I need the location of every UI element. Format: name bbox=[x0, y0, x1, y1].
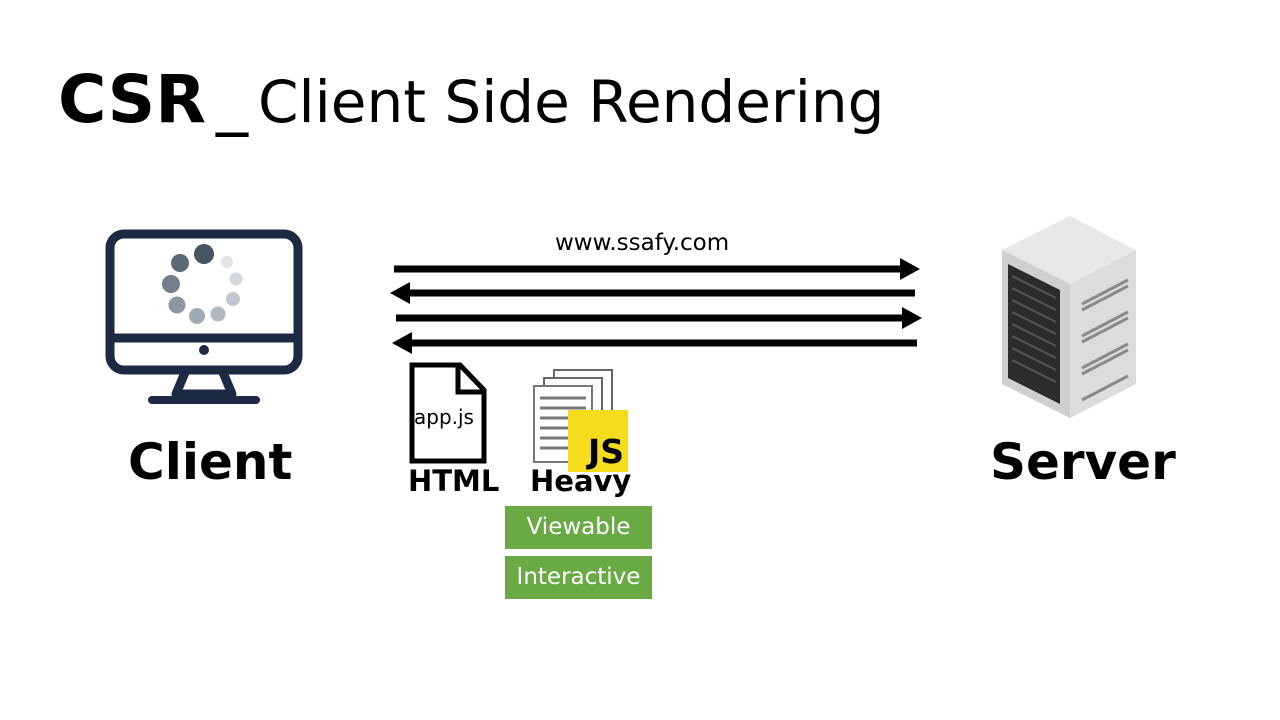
arrow-right-1 bbox=[394, 258, 920, 280]
html-label: HTML bbox=[408, 464, 500, 498]
title-full: Client Side Rendering bbox=[258, 68, 885, 136]
arrow-left-2 bbox=[392, 332, 917, 354]
title-abbreviation: CSR bbox=[58, 61, 207, 138]
arrow-left-1 bbox=[390, 282, 915, 304]
slide-title: CSR_Client Side Rendering bbox=[58, 52, 884, 150]
viewable-tag: Viewable bbox=[505, 506, 652, 549]
arrow-right-2 bbox=[396, 307, 922, 329]
html-doc-text: app.js bbox=[414, 405, 474, 429]
js-badge-text: JS bbox=[587, 432, 624, 471]
client-label: Client bbox=[128, 433, 293, 491]
interactive-tag: Interactive bbox=[505, 556, 652, 599]
js-logo-icon: JS bbox=[568, 410, 628, 472]
request-response-arrows bbox=[390, 258, 922, 354]
server-label: Server bbox=[990, 433, 1176, 491]
monitor-loading-icon bbox=[105, 229, 303, 404]
request-url: www.ssafy.com bbox=[555, 230, 730, 256]
loading-spinner-icon bbox=[162, 244, 243, 324]
title-separator: _ bbox=[216, 64, 249, 138]
heavy-label: Heavy bbox=[530, 464, 632, 498]
document-icon bbox=[409, 362, 487, 464]
server-rack-icon bbox=[1002, 216, 1136, 418]
